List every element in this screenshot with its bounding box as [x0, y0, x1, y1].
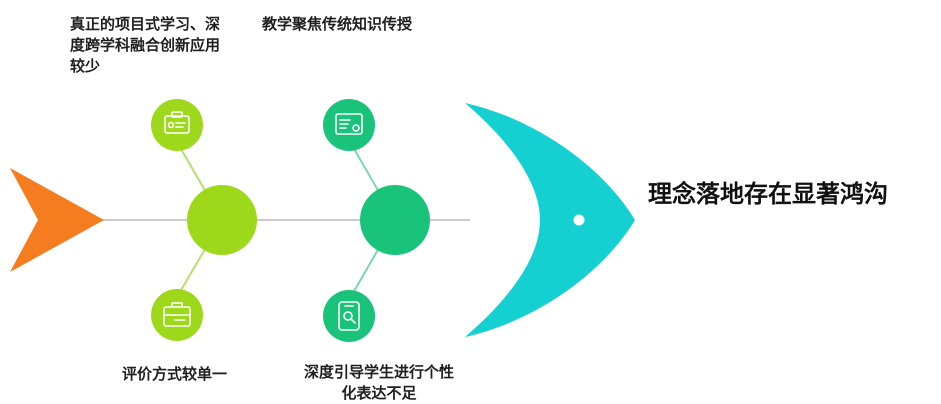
- briefcase-icon: [163, 302, 191, 327]
- id-card-icon: [164, 111, 190, 134]
- head-label: 理念落地存在显著鸿沟: [648, 180, 888, 208]
- fish-tail: [10, 168, 104, 272]
- mobile-search-icon: [338, 301, 360, 331]
- cause-label-bottom-right: 深度引导学生进行个性化表达不足: [304, 363, 455, 402]
- cause-label-bottom-left: 评价方式较单一: [122, 365, 228, 383]
- cause-label-top-left: 真正的项目式学习、深度跨学科融合创新应用较少: [70, 15, 221, 75]
- certificate-icon: [335, 113, 363, 135]
- node-left: [187, 185, 257, 255]
- cause-label-top-right: 教学聚焦传统知识传授: [262, 15, 413, 33]
- icon-node-top-right: [323, 99, 375, 151]
- fish-eye: [573, 214, 585, 226]
- fish-head: [465, 103, 635, 337]
- icon-node-top-left: [151, 99, 203, 151]
- icon-node-bottom-right: [323, 290, 375, 342]
- node-right: [360, 185, 430, 255]
